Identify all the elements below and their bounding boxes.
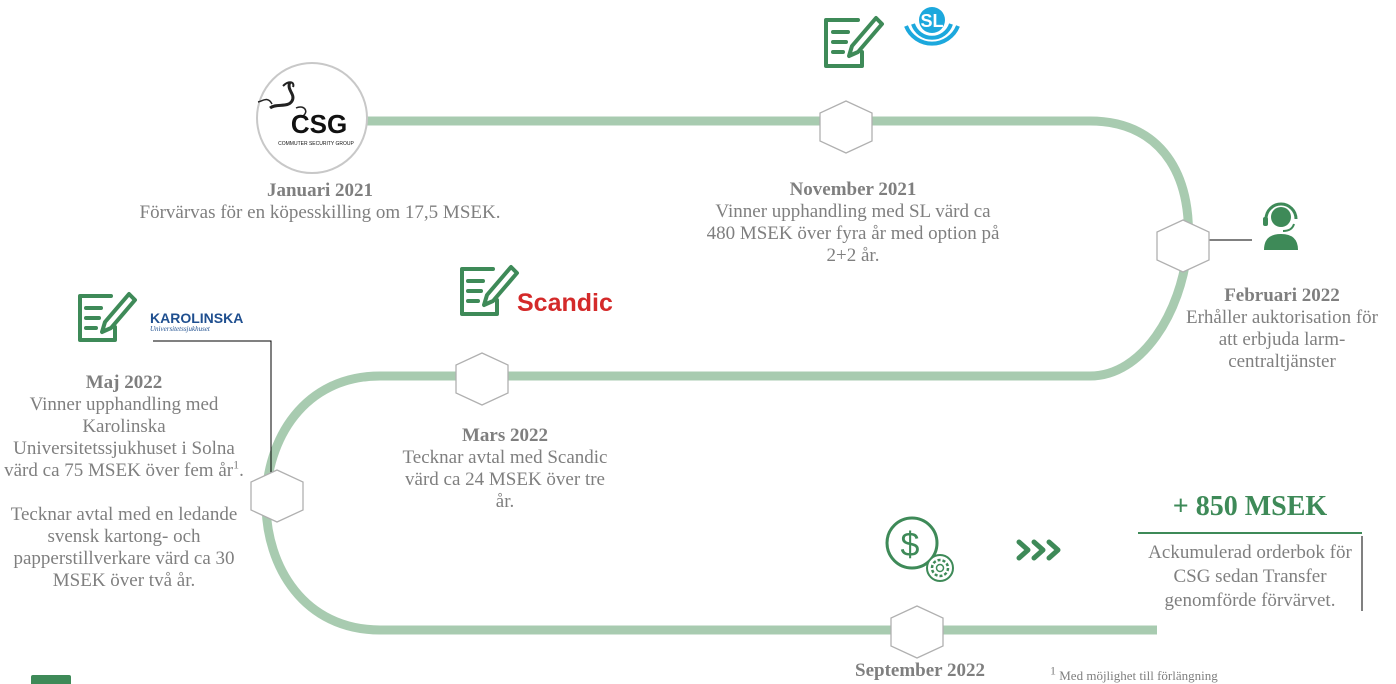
milestone-date: November 2021 (789, 179, 917, 200)
dollar-gear-icon: $ (885, 516, 954, 582)
milestone-description: Vinner upphandling med Karolinska Univer… (2, 394, 246, 482)
orderbook-divider (1138, 532, 1362, 534)
milestone-jan2021: Januari 2021 Förvärvas för en köpesskill… (80, 179, 560, 224)
csg-logo: CSG COMMUTER SECURITY GROUP (256, 62, 368, 174)
milestone-date: Mars 2022 (461, 425, 548, 446)
orderbook-description: Ackumulerad orderbok för CSG sedan Trans… (1148, 542, 1352, 611)
csg-logo-text: CSG (291, 109, 347, 139)
milestone-description-secondary: Tecknar avtal med en ledande svensk kart… (10, 504, 238, 591)
hexagon-marker-feb2022 (1156, 219, 1210, 273)
svg-text:$: $ (901, 526, 920, 564)
milestone-sep2022: September 2022 (820, 659, 1020, 682)
contract-pen-icon-mar2022 (460, 265, 519, 316)
milestone-date: Maj 2022 (85, 372, 163, 393)
milestone-description: Erhåller auktorisation för att erbjuda l… (1185, 307, 1379, 372)
contract-pen-icon-may2022 (78, 292, 137, 342)
connector-may2022 (153, 340, 272, 479)
hexagon-marker-sep2022 (890, 605, 944, 659)
sl-logo-text: SL (920, 11, 943, 31)
hexagon-marker-may2022 (250, 469, 304, 523)
footnote-text: Med möjlighet till förlängning (1059, 668, 1218, 683)
scandic-logo: Scandic (517, 289, 613, 317)
orderbook-total: + 850 MSEK (1172, 491, 1328, 522)
hexagon-marker-nov2021 (819, 100, 873, 154)
milestone-nov2021: November 2021 Vinner upphandling med SL … (705, 178, 1001, 267)
footnote: 1 Med möjlighet till förlängning (1050, 665, 1218, 684)
footnote-number: 1 (1050, 663, 1056, 678)
milestone-description: Tecknar avtal med Scandic värd ca 24 MSE… (402, 447, 608, 512)
hexagon-marker-mar2022 (455, 352, 509, 406)
milestone-description: Förvärvas för en köpesskilling om 17,5 M… (139, 202, 501, 223)
timeline-track (261, 116, 1193, 635)
headset-operator-icon (1263, 202, 1298, 250)
contract-pen-icon-nov2021 (824, 16, 884, 68)
sl-logo: SL (904, 7, 960, 46)
footnote-marker: 1 (233, 457, 240, 472)
milestone-feb2022: Februari 2022 Erhåller auktorisation för… (1182, 284, 1382, 373)
milestone-may2022: Maj 2022 Vinner upphandling med Karolins… (2, 371, 246, 592)
karolinska-logo-subtext: Universitetssjukhuset (150, 325, 211, 333)
milestone-description-end: . (239, 460, 244, 481)
milestone-date: Januari 2021 (266, 180, 374, 201)
triple-chevron-icon (1016, 539, 1061, 561)
csg-logo-subtext: COMMUTER SECURITY GROUP (278, 141, 354, 147)
milestone-date: September 2022 (855, 660, 985, 681)
karolinska-logo: KAROLINSKA Universitetssjukhuset (150, 310, 243, 333)
milestone-description: Vinner upphandling med SL värd ca 480 MS… (706, 201, 1000, 266)
karolinska-logo-text: KAROLINSKA (150, 310, 243, 326)
green-square-icon (31, 675, 71, 684)
milestone-date: Februari 2022 (1224, 285, 1340, 306)
milestone-description-main: Vinner upphandling med Karolinska Univer… (4, 394, 235, 481)
milestone-mar2022: Mars 2022 Tecknar avtal med Scandic värd… (395, 424, 615, 513)
